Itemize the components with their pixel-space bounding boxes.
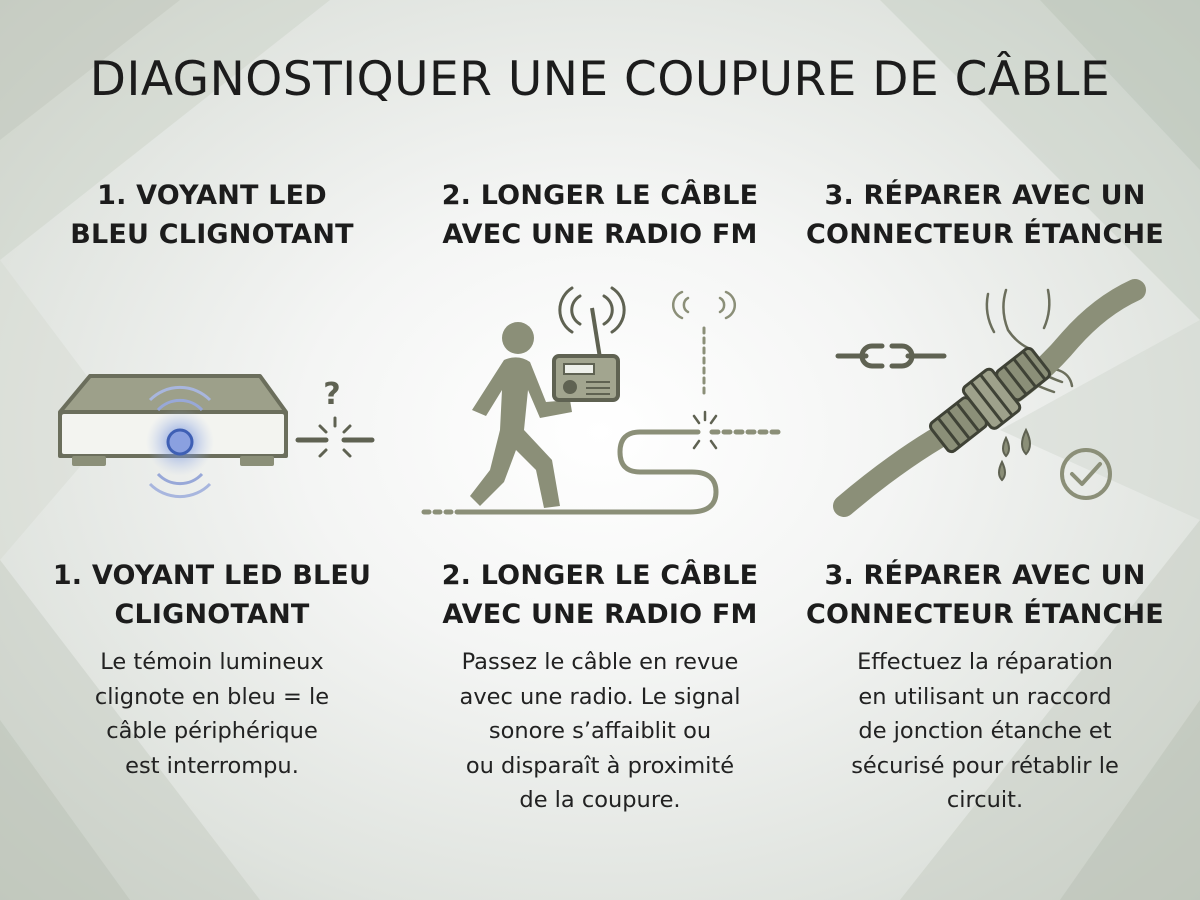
- water-drops-icon: [998, 427, 1031, 482]
- svg-text:?: ?: [323, 377, 340, 412]
- step-1-column: 1. VOYANT LED BLEU CLIGNOTANT 1. VOYANT …: [22, 0, 402, 900]
- heading-line: AVEC UNE RADIO FM: [442, 219, 758, 250]
- description-line: câble périphérique: [106, 718, 318, 744]
- description-line: est interrompu.: [125, 752, 299, 779]
- description-line: sécurisé pour rétablir le: [851, 752, 1119, 779]
- step-3-description: Effectuez la réparation en utilisant un …: [795, 645, 1175, 818]
- heading-line: 1. VOYANT LED: [97, 180, 327, 211]
- description-line: circuit.: [946, 787, 1024, 813]
- step-2-heading-top: 2. LONGER LE CÂBLE AVEC UNE RADIO FM: [410, 176, 790, 254]
- description-line: Passez le câble en revue: [461, 649, 739, 675]
- page-title: DIAGNOSTIQUER UNE COUPURE DE CÂBLE: [89, 52, 1111, 107]
- description-line: de jonction étanche et: [858, 718, 1112, 744]
- description-line: de la coupure.: [519, 787, 681, 813]
- step-2-description: Passez le câble en revue avec une radio.…: [410, 645, 790, 818]
- heading-line: CONNECTEUR ÉTANCHE: [806, 219, 1164, 250]
- radio-signal-icon: [558, 286, 736, 400]
- heading-line: CONNECTEUR ÉTANCHE: [806, 599, 1164, 630]
- step-2-illustration: [421, 286, 783, 515]
- walking-person-icon: [470, 322, 572, 508]
- step-3-column: 3. RÉPARER AVEC UN CONNECTEUR ÉTANCHE 3.…: [795, 0, 1175, 900]
- description-line: Effectuez la réparation: [857, 649, 1113, 675]
- step-1-description: Le témoin lumineux clignote en bleu = le…: [22, 645, 402, 783]
- step-1-heading-top: 1. VOYANT LED BLEU CLIGNOTANT: [22, 176, 402, 254]
- broken-chain-icon: [835, 343, 947, 369]
- checkmark-icon: [1060, 448, 1112, 500]
- broken-cable-icon: [295, 416, 375, 458]
- heading-line: 1. VOYANT LED BLEU: [52, 560, 372, 591]
- heading-line: 2. LONGER LE CÂBLE: [441, 180, 759, 211]
- step-3-illustration: [833, 279, 1146, 517]
- heading-line: 2. LONGER LE CÂBLE: [441, 560, 759, 591]
- heading-line: AVEC UNE RADIO FM: [442, 599, 758, 630]
- step-2-heading-bottom: 2. LONGER LE CÂBLE AVEC UNE RADIO FM: [410, 556, 790, 634]
- cable-break-icon: [421, 410, 783, 515]
- step-1-heading-bottom: 1. VOYANT LED BLEU CLIGNOTANT: [22, 556, 402, 634]
- step-3-heading-bottom: 3. RÉPARER AVEC UN CONNECTEUR ÉTANCHE: [795, 556, 1175, 634]
- description-line: ou disparaît à proximité: [465, 752, 735, 779]
- step-3-heading-top: 3. RÉPARER AVEC UN CONNECTEUR ÉTANCHE: [795, 176, 1175, 254]
- heading-line: 3. RÉPARER AVEC UN: [824, 180, 1146, 211]
- fm-radio-icon: [552, 307, 620, 402]
- description-line: clignote en bleu = le: [94, 683, 330, 710]
- step-1-illustration: ?: [58, 374, 375, 499]
- description-line: sonore s’affaiblit ou: [488, 718, 712, 744]
- description-line: Le témoin lumineux: [100, 649, 324, 675]
- question-mark-icon: ?: [323, 377, 340, 412]
- step-2-column: 2. LONGER LE CÂBLE AVEC UNE RADIO FM 2. …: [410, 0, 790, 900]
- heading-line: CLIGNOTANT: [114, 599, 310, 630]
- heading-line: BLEU CLIGNOTANT: [70, 219, 354, 250]
- description-line: en utilisant un raccord: [858, 683, 1112, 710]
- heading-line: 3. RÉPARER AVEC UN: [824, 560, 1146, 591]
- blue-led-icon: [146, 385, 214, 499]
- description-line: avec une radio. Le signal: [459, 683, 741, 710]
- waterproof-connector-icon: [929, 346, 1051, 454]
